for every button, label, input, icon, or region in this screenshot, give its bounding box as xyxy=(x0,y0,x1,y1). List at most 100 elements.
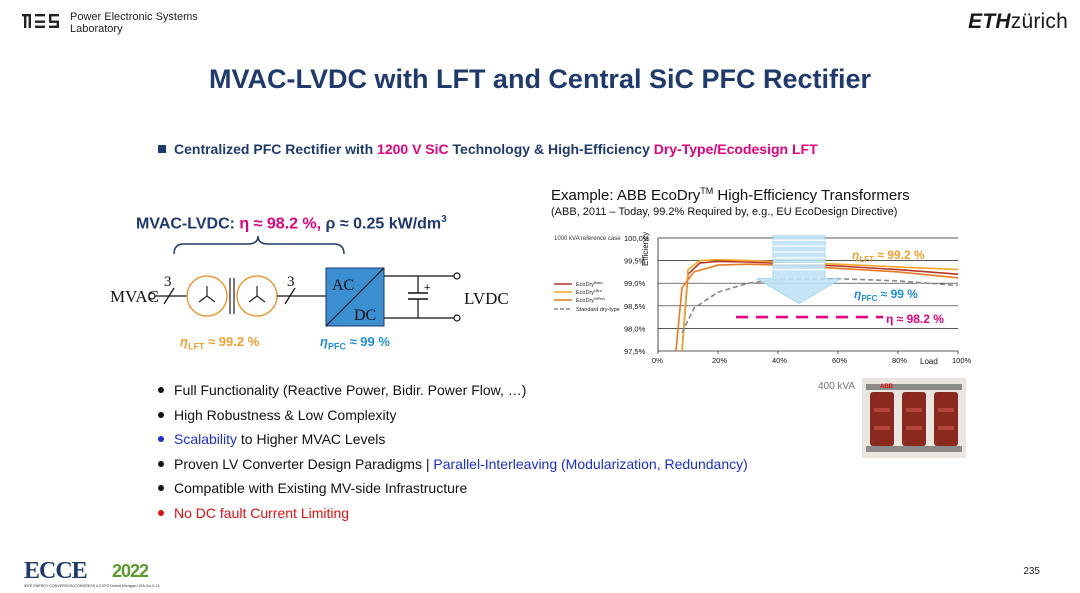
legend-label-1: EcoDryBasic xyxy=(576,281,603,288)
bullet-list: Full Functionality (Reactive Power, Bidi… xyxy=(158,378,748,525)
chart-series-line-1 xyxy=(681,260,959,352)
bullet-3-highlight: Scalability xyxy=(174,431,238,447)
chart-eta-pfc-label: ηPFC ≈ 99 % xyxy=(854,287,918,303)
bullet-square-icon xyxy=(158,145,166,153)
chart-axes: 100,0%99,5%99,0%98,5%98,0%97,5%0%20%40%6… xyxy=(624,234,972,365)
eta-pfc-value: ≈ 99 % xyxy=(345,334,390,349)
chart-y-tick-label: 97,5% xyxy=(624,347,646,356)
chart-eta-total-label: η ≈ 98.2 % xyxy=(886,312,944,326)
chart-ylabel: Efficiency xyxy=(641,232,650,266)
chart-eta-total-label-part: η ≈ 98.2 % xyxy=(886,312,944,326)
eta-lft-sub: LFT xyxy=(187,341,205,352)
bullet-4-highlight: Parallel-Interleaving (Modularization, R… xyxy=(433,455,748,472)
eth-logo: ETHzürich xyxy=(968,10,1068,34)
bullet-dot-icon xyxy=(158,485,164,491)
subtitle-part4: Dry-Type/Ecodesign LFT xyxy=(653,141,818,157)
coil-1 xyxy=(870,392,894,446)
legend-label-sup: Ultra xyxy=(594,289,602,293)
converter-ac-label: AC xyxy=(332,277,354,294)
wye-icon-primary xyxy=(198,286,216,303)
eta-pfc-label: ηPFC ≈ 99 % xyxy=(320,334,390,352)
chart-y-tick-label: 98,0% xyxy=(624,324,646,333)
chart-eta-lft-label: ηLFT ≈ 99.2 % xyxy=(852,248,925,264)
lab-line2: Laboratory xyxy=(70,23,123,35)
chart-eta-lft-label-part: η xyxy=(852,248,859,262)
ecce-logo-year: 2022 xyxy=(112,561,149,581)
chart-y-tick-label: 99,0% xyxy=(624,279,646,288)
cap-plus-label: + xyxy=(424,282,430,294)
chart-x-tick-label: 80% xyxy=(892,356,907,365)
coil-3 xyxy=(934,392,958,446)
bullet-1-text: Full Functionality (Reactive Power, Bidi… xyxy=(174,382,527,398)
subtitle-part3: Technology & High-Efficiency xyxy=(448,141,654,157)
bullet-3-text: to Higher MVAC Levels xyxy=(237,431,386,447)
eta-pfc-symbol: η xyxy=(320,334,328,349)
chart-eta-lft-label-part: ≈ 99.2 % xyxy=(874,248,925,262)
bullet-item-1: Full Functionality (Reactive Power, Bidi… xyxy=(158,378,748,403)
chart-annotations: ηLFT ≈ 99.2 %ηPFC ≈ 99 %η ≈ 98.2 % xyxy=(736,235,944,326)
bullet-dot-icon xyxy=(158,509,164,516)
bullet-dot-icon xyxy=(158,411,164,418)
eth-logo-bold: ETH xyxy=(968,10,1011,33)
bullet-dot-icon xyxy=(158,460,164,467)
eta-lft-value: ≈ 99.2 % xyxy=(204,334,260,349)
brace-shape xyxy=(173,235,345,255)
chart-y-tick-label: 100,0% xyxy=(624,234,650,243)
example-subtitle: (ABB, 2011 – Today, 99.2% Required by, e… xyxy=(551,206,898,218)
lvdc-terminal-minus xyxy=(453,314,461,322)
legend-label-3: EcoDry99Plus xyxy=(576,297,605,304)
chart-eta-lft-label-part: LFT xyxy=(859,255,874,264)
schematic-header: MVAC-LVDC: η ≈ 98.2 %, ρ ≈ 0.25 kW/dm3 xyxy=(136,214,447,233)
converter-diagonal xyxy=(325,267,385,327)
chart-eta-pfc-label-part: η xyxy=(854,287,861,301)
schematic-diagram: MVAC 3 3 AC DC + LVDC xyxy=(110,235,509,327)
chart-y-tick-label: 99,5% xyxy=(624,257,646,266)
chart-series xyxy=(675,258,959,352)
chart-xlabel: Load xyxy=(920,357,938,366)
bullet-6-text: No DC fault Current Limiting xyxy=(174,504,350,521)
chart-x-tick-label: 40% xyxy=(772,356,787,365)
chart-series-line-4 xyxy=(681,277,959,334)
chart-series-line-2 xyxy=(681,258,959,352)
phase-slash-left xyxy=(163,287,175,305)
photo-frame-top xyxy=(866,384,962,390)
converter-dc-label: DC xyxy=(354,307,376,324)
phases-right-label: 3 xyxy=(287,274,295,290)
chart-legend: 1000 kVA reference case xyxy=(554,236,621,242)
bullet-item-2: High Robustness & Low Complexity xyxy=(158,403,748,428)
efficiency-chart: 1000 kVA reference case EcoDryBasicEcoDr… xyxy=(554,232,972,366)
subtitle-part1: Centralized PFC Rectifier with xyxy=(174,141,378,157)
eth-logo-rest: zürich xyxy=(1010,10,1068,33)
page-title: MVAC-LVDC with LFT and Central SiC PFC R… xyxy=(208,64,872,94)
bullet-dot-icon xyxy=(158,436,164,442)
bullet-item-4: Proven LV Converter Design Paradigms | P… xyxy=(158,452,748,477)
chart-x-tick-label: 60% xyxy=(832,356,847,365)
chart-eta-pfc-label-part: ≈ 99 % xyxy=(877,287,918,301)
ecce-logo-text: ECCE xyxy=(24,558,87,584)
chart-note: 1000 kVA reference case xyxy=(554,236,621,242)
pes-logo-icon xyxy=(22,14,59,28)
transformer-photo: ABB xyxy=(862,378,966,458)
subtitle: Centralized PFC Rectifier with 1200 V Si… xyxy=(158,141,818,157)
legend-items: EcoDryBasicEcoDryUltraEcoDry99PlusStanda… xyxy=(554,281,620,313)
bullet-4-text: Proven LV Converter Design Paradigms | xyxy=(174,455,434,472)
coil-2 xyxy=(902,392,926,446)
schematic-header-exp: 3 xyxy=(441,214,447,225)
chart-note-text: 1000 kVA reference case xyxy=(554,236,621,242)
example-title-suffix: High-Efficiency Transformers xyxy=(713,187,910,204)
photo-frame-bottom xyxy=(866,446,962,452)
bullet-item-5: Compatible with Existing MV-side Infrast… xyxy=(158,476,748,501)
bullet-dot-icon xyxy=(158,387,164,393)
mvac-label: MVAC xyxy=(110,287,159,306)
pes-logo xyxy=(22,12,60,37)
chart-y-tick-label: 98,5% xyxy=(624,302,646,311)
phase-slash-right xyxy=(284,287,296,305)
legend-label-4: Standard dry-type xyxy=(576,307,620,313)
example-title: Example: ABB EcoDryTM High-Efficiency Tr… xyxy=(551,186,910,204)
bullet-5-text: Compatible with Existing MV-side Infrast… xyxy=(174,480,468,496)
legend-label-sup: 99Plus xyxy=(594,297,605,301)
chart-x-tick-label: 100% xyxy=(952,356,972,365)
eta-lft-label: ηLFT ≈ 99.2 % xyxy=(180,334,259,352)
lvdc-label: LVDC xyxy=(464,289,509,308)
schematic-header-eta: η ≈ 98.2 %, xyxy=(239,215,322,233)
